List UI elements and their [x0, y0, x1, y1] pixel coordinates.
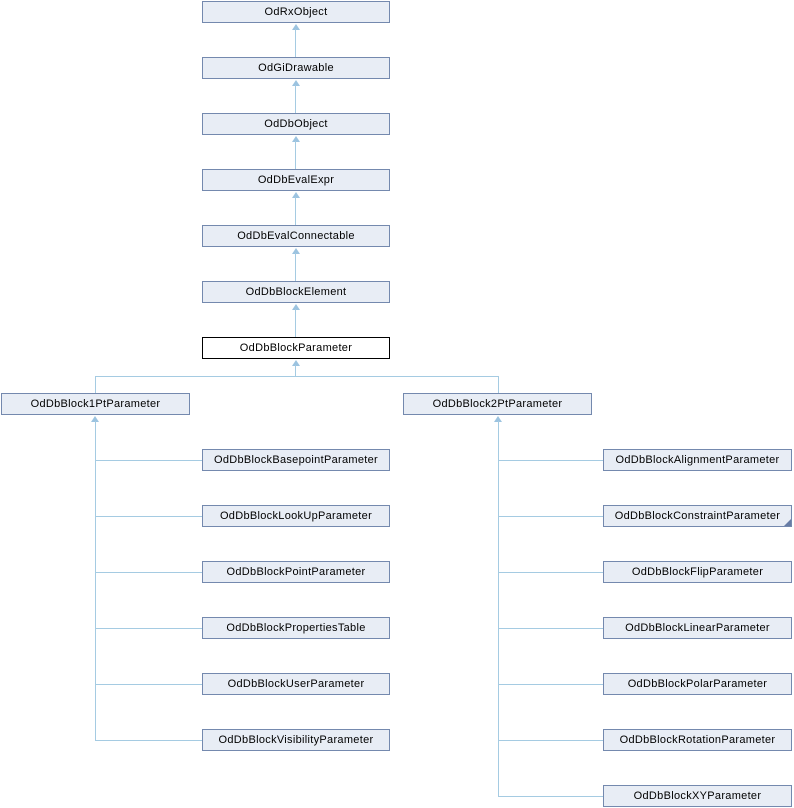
inheritance-edge: [95, 684, 202, 685]
inheritance-edge: [295, 309, 296, 337]
arrow-up-icon: [292, 136, 300, 142]
arrow-up-icon: [292, 192, 300, 198]
arrow-up-icon: [292, 360, 300, 366]
class-node-oddbblockrotationparameter[interactable]: OdDbBlockRotationParameter: [603, 729, 792, 751]
class-node-oddbblocklookupparameter[interactable]: OdDbBlockLookUpParameter: [202, 505, 390, 527]
class-node-oddbblockpointparameter[interactable]: OdDbBlockPointParameter: [202, 561, 390, 583]
inheritance-edge: [95, 572, 202, 573]
class-node-oddbblockflipparameter[interactable]: OdDbBlockFlipParameter: [603, 561, 792, 583]
class-node-oddbblockelement[interactable]: OdDbBlockElement: [202, 281, 390, 303]
class-node-oddbblockvisibilityparameter[interactable]: OdDbBlockVisibilityParameter: [202, 729, 390, 751]
inheritance-edge: [498, 740, 603, 741]
inheritance-edge: [295, 29, 296, 57]
inheritance-edge: [295, 253, 296, 281]
truncated-marker-icon: [784, 519, 791, 526]
inheritance-edge: [498, 460, 603, 461]
inheritance-edge: [498, 684, 603, 685]
class-node-oddbevalexpr[interactable]: OdDbEvalExpr: [202, 169, 390, 191]
class-node-oddbblock1ptparameter[interactable]: OdDbBlock1PtParameter: [1, 393, 190, 415]
arrow-up-icon: [91, 416, 99, 422]
inheritance-edge: [95, 376, 499, 377]
class-node-oddbblocklinearparameter[interactable]: OdDbBlockLinearParameter: [603, 617, 792, 639]
class-node-oddbobject[interactable]: OdDbObject: [202, 113, 390, 135]
inheritance-edge: [498, 796, 603, 797]
class-node-oddbblockpolarparameter[interactable]: OdDbBlockPolarParameter: [603, 673, 792, 695]
class-node-odgidrawable[interactable]: OdGiDrawable: [202, 57, 390, 79]
inheritance-edge: [95, 421, 96, 741]
inheritance-edge: [295, 365, 296, 376]
class-node-oddbblockxyparameter[interactable]: OdDbBlockXYParameter: [603, 785, 792, 807]
arrow-up-icon: [494, 416, 502, 422]
inheritance-edge: [498, 572, 603, 573]
inheritance-edge: [295, 197, 296, 225]
arrow-up-icon: [292, 248, 300, 254]
class-node-oddbblock2ptparameter[interactable]: OdDbBlock2PtParameter: [403, 393, 592, 415]
arrow-up-icon: [292, 304, 300, 310]
inheritance-edge: [498, 376, 499, 393]
inheritance-edge: [498, 628, 603, 629]
inheritance-edge: [95, 516, 202, 517]
arrow-up-icon: [292, 24, 300, 30]
class-node-oddbblockalignmentparameter[interactable]: OdDbBlockAlignmentParameter: [603, 449, 792, 471]
constraint-node-label: OdDbBlockConstraintParameter: [614, 510, 781, 522]
inheritance-edge: [95, 740, 202, 741]
inheritance-edge: [295, 85, 296, 113]
class-node-odrxobject[interactable]: OdRxObject: [202, 1, 390, 23]
inheritance-edge: [95, 460, 202, 461]
class-node-oddbblockbasepointparameter[interactable]: OdDbBlockBasepointParameter: [202, 449, 390, 471]
class-node-oddbblockparameter-current: OdDbBlockParameter: [202, 337, 390, 359]
inheritance-edge: [95, 628, 202, 629]
class-node-oddbevalconnectable[interactable]: OdDbEvalConnectable: [202, 225, 390, 247]
class-node-oddbblockuserparameter[interactable]: OdDbBlockUserParameter: [202, 673, 390, 695]
inheritance-edge: [295, 141, 296, 169]
class-node-oddbblockpropertiestable[interactable]: OdDbBlockPropertiesTable: [202, 617, 390, 639]
inheritance-edge: [498, 421, 499, 797]
inheritance-edge: [95, 376, 96, 393]
inheritance-edge: [498, 516, 603, 517]
arrow-up-icon: [292, 80, 300, 86]
class-node-oddbblockconstraintparameter[interactable]: OdDbBlockConstraintParameter: [603, 505, 792, 527]
